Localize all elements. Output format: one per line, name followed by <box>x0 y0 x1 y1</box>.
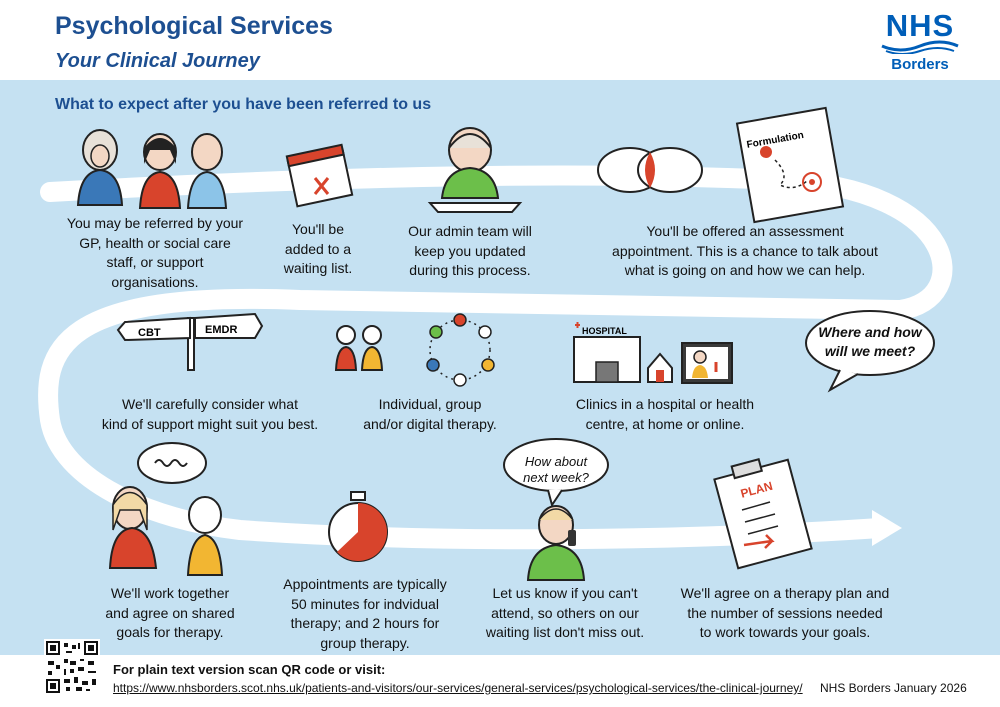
phone-person-icon <box>526 505 586 581</box>
header: Psychological Services Your Clinical Jou… <box>0 0 1000 80</box>
journey-path <box>38 165 953 550</box>
step-admin-team: Our admin team will keep you updated dur… <box>408 223 532 278</box>
journey-panel: Formulation CBT EMDR HOSPITAL PLAN <box>0 80 1000 655</box>
signpost-icon <box>116 312 264 371</box>
step-duration: Appointments are typically 50 minutes fo… <box>283 576 447 651</box>
section-heading: What to expect after you have been refer… <box>55 96 432 113</box>
group-icon <box>334 313 495 387</box>
step-therapy-type: Individual, group and/or digital therapy… <box>363 396 497 432</box>
logo-wave-icon <box>881 40 959 54</box>
admin-person-icon <box>427 127 523 213</box>
page-subtitle: Your Clinical Journey <box>55 50 260 72</box>
next-week-bubble-text: How about next week? <box>523 454 589 485</box>
speech-bubble-where <box>805 310 935 393</box>
step-waiting-list: You'll be added to a waiting list. <box>283 221 353 276</box>
nhs-borders-logo: NHS Borders <box>880 10 960 73</box>
where-bubble-text: Where and how will we meet? <box>818 324 922 359</box>
step-location: Clinics in a hospital or health centre, … <box>575 396 755 432</box>
signpost-left-label: CBT <box>138 327 161 339</box>
qr-code-icon[interactable] <box>44 639 100 695</box>
page-title: Psychological Services <box>55 12 333 40</box>
signpost-right-label: EMDR <box>205 324 237 336</box>
step-referral: You may be referred by your GP, health o… <box>66 215 244 290</box>
footer-heading: For plain text version scan QR code or v… <box>113 662 386 677</box>
journey-illustration: Formulation CBT EMDR HOSPITAL PLAN <box>38 106 953 581</box>
journey-arrow-icon <box>872 510 902 546</box>
speech-bubbles-icon <box>597 147 703 193</box>
nhs-logo-mark: NHS <box>885 8 955 43</box>
speech-bubble-next-week <box>503 438 609 508</box>
people-icon <box>76 129 228 209</box>
clipboard-icon <box>713 458 813 570</box>
step-goals: We'll work together and agree on shared … <box>105 585 235 640</box>
footer-url-link[interactable]: https://www.nhsborders.scot.nhs.uk/patie… <box>113 681 803 695</box>
calendar-icon <box>285 143 354 208</box>
step-support: We'll carefully consider what kind of su… <box>101 396 319 432</box>
conversation-icon <box>108 442 224 576</box>
nhs-logo-sub: Borders <box>891 56 949 73</box>
step-plan: We'll agree on a therapy plan and the nu… <box>680 585 890 640</box>
step-assessment: You'll be offered an assessment appointm… <box>612 223 878 278</box>
stopwatch-icon <box>328 491 388 562</box>
hospital-label: HOSPITAL <box>582 326 627 336</box>
footer-date: NHS Borders January 2026 <box>820 681 967 695</box>
hospital-icon <box>573 322 733 384</box>
formulation-document-icon <box>735 106 845 224</box>
step-cancel: Let us know if you can't attend, so othe… <box>485 585 645 640</box>
footer <box>0 655 1000 707</box>
